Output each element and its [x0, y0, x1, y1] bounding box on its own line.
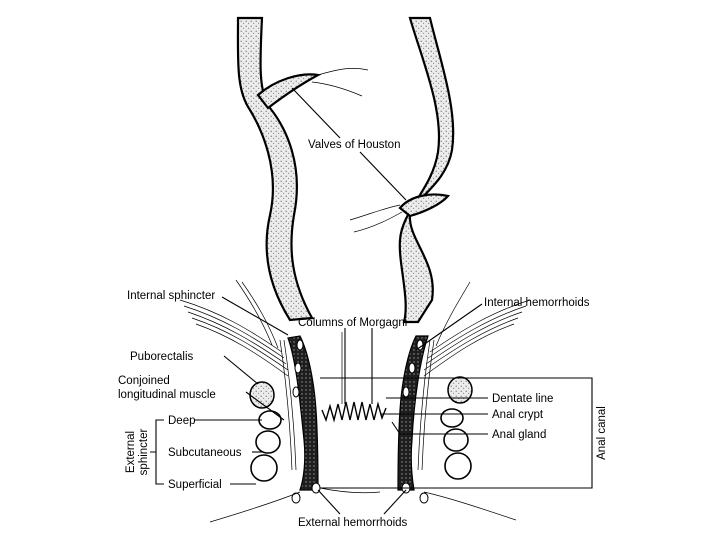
label-anal-gland: Anal gland: [492, 429, 546, 441]
leader-valves-upper: [291, 87, 341, 139]
conjoined-muscle-right: [421, 339, 435, 471]
valve-fiber-1: [317, 68, 369, 76]
label-dentate-line: Dentate line: [492, 393, 553, 405]
rectal-wall-left: [236, 16, 314, 322]
conjoined-muscle-left: [279, 339, 293, 471]
skin-right: [423, 491, 517, 521]
valve-fold-upper: [256, 73, 322, 110]
external-sphincter-subcutaneous-left: [255, 430, 281, 454]
label-superficial: Superficial: [168, 479, 222, 491]
external-sphincter-subcutaneous-right: [443, 428, 469, 452]
external-sphincter-deep-right: [440, 408, 464, 428]
external-sphincter-deep-left: [258, 410, 282, 430]
valve-fiber-3: [349, 204, 401, 221]
leader-ext-hem-right: [383, 489, 407, 515]
leader-conjoined: [245, 391, 285, 421]
internal-sphincter-right: [397, 335, 429, 491]
label-anal-crypt: Anal crypt: [492, 409, 544, 421]
leader-puborectalis: [223, 355, 259, 385]
leader-gland: [391, 421, 488, 435]
label-external-hemorrhoids: External hemorrhoids: [298, 517, 408, 529]
label-valves-of-houston: Valves of Houston: [308, 139, 400, 151]
label-internal-sphincter: Internal sphincter: [127, 290, 215, 302]
leader-internal-sphincter: [221, 296, 289, 336]
valve-fold-lower: [398, 193, 451, 218]
label-subcutaneous: Subcutaneous: [168, 447, 242, 459]
external-sphincter-bracket: [150, 419, 164, 485]
label-columns-of-morgagni: Columns of Morgagni: [298, 317, 407, 329]
puborectalis-right: [447, 376, 473, 404]
internal-sphincter-left: [287, 335, 319, 491]
leader-ext-hem-left: [317, 489, 341, 515]
label-puborectalis: Puborectalis: [130, 351, 194, 363]
valve-fiber-4: [353, 211, 403, 233]
anal-verge: [319, 487, 381, 494]
label-external-sphincter-1: External: [125, 431, 137, 473]
leader-valves-lower: [359, 151, 407, 201]
label-external-sphincter-2: sphincter: [138, 429, 150, 476]
anal-canal-bracket: [584, 377, 593, 489]
label-conjoined-2: longitudinal muscle: [118, 389, 216, 401]
leader-internal-hemorrhoids: [415, 303, 483, 351]
rectal-wall-right: [398, 16, 455, 324]
external-sphincter-superficial-left: [250, 454, 278, 482]
levator-fibers-right: [423, 281, 531, 377]
label-conjoined-1: Conjoined: [118, 375, 170, 387]
label-anal-canal: Anal canal: [596, 406, 608, 460]
valve-fiber-2: [311, 81, 363, 97]
columns-of-morgagni: [321, 401, 387, 423]
levator-fibers-left: [179, 279, 289, 377]
label-deep: Deep: [168, 415, 196, 427]
skin-left: [209, 491, 301, 523]
external-sphincter-superficial-right: [444, 452, 472, 480]
label-internal-hemorrhoids: Internal hemorrhoids: [484, 297, 590, 309]
